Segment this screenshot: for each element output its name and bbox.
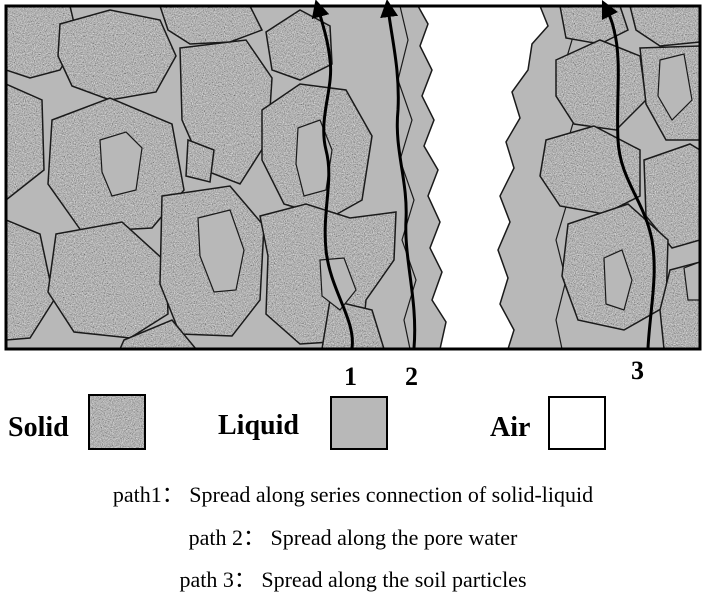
solid-grain <box>539 125 641 215</box>
liquid-inclusion <box>99 131 143 197</box>
legend-air-swatch <box>548 396 606 450</box>
legend-solid-swatch <box>88 394 146 450</box>
legend-liquid-swatch <box>330 396 388 450</box>
soil-phase-diagram <box>4 0 702 351</box>
path-2-label: 2 <box>405 362 418 391</box>
solid-grain <box>265 9 333 81</box>
diagram-frame <box>4 4 702 351</box>
solid-grain <box>629 6 700 47</box>
liquid-inclusion <box>603 249 633 311</box>
path-2-arrow <box>380 0 417 349</box>
liquid-film-edge <box>397 6 417 349</box>
path-3-label: 3 <box>631 356 644 385</box>
solid-grain <box>6 219 55 341</box>
liquid-inclusion <box>197 209 245 293</box>
path-3-arrow <box>601 0 656 349</box>
solid-grain <box>57 9 177 101</box>
solid-grain <box>119 319 197 349</box>
legend-air-label: Air <box>490 412 531 443</box>
liquid-inclusion <box>683 261 700 301</box>
solid-grain <box>555 39 647 131</box>
liquid-inclusion <box>657 53 693 121</box>
solid-grain <box>47 221 169 339</box>
solid-grain <box>321 299 385 349</box>
solid-grain <box>185 138 215 183</box>
legend-solid-label: Solid <box>8 412 69 443</box>
path-3-description: path 3： Spread along the soil particles <box>179 567 527 592</box>
path-1-arrow <box>311 0 354 349</box>
air-pore <box>417 6 549 349</box>
legend-liquid-label: Liquid <box>218 410 299 441</box>
path-2-description: path 2： Spread along the pore water <box>188 525 518 550</box>
solid-grain <box>6 83 45 201</box>
path-1-description: path1： Spread along series connection of… <box>112 482 594 507</box>
path-1-label: 1 <box>344 362 357 391</box>
